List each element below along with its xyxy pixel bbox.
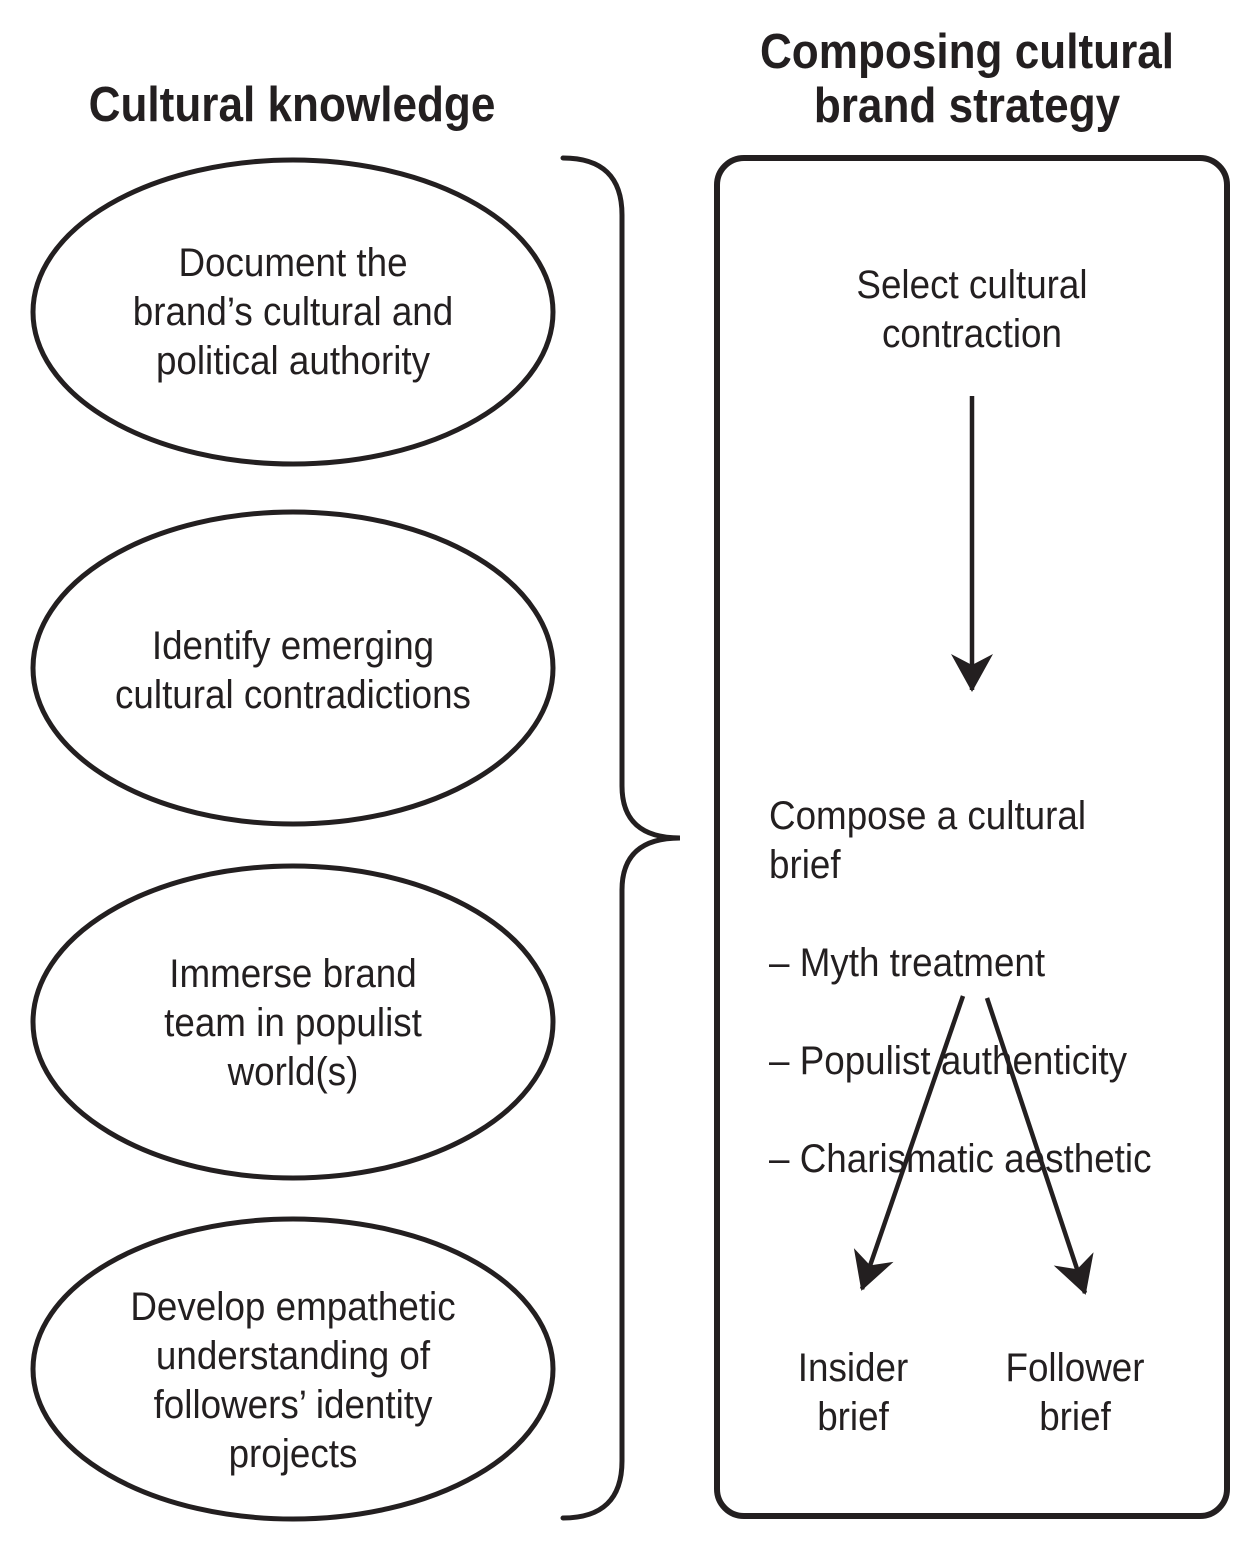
right-column-title: Composing cultural brand strategy — [759, 25, 1175, 133]
follower-brief-label: Follower brief — [1005, 1346, 1145, 1439]
knowledge-ellipse-immerse-team — [30, 863, 556, 1181]
brace — [560, 155, 681, 1521]
left-column-title: Cultural knowledge — [88, 78, 496, 132]
left-branch-arrow — [853, 995, 966, 1291]
knowledge-step-identify-contradictions: Identify emerging cultural contradiction… — [115, 624, 471, 717]
select-contraction-step: Select cultural contraction — [856, 263, 1088, 356]
strategy-panel-border — [714, 155, 1230, 1519]
compose-brief-item-aesthetic: – Charismatic aesthetic — [769, 1137, 1152, 1181]
compose-brief-block: Compose a cultural brief – Myth treatmen… — [769, 743, 1165, 1233]
right-branch-arrow — [984, 997, 1094, 1295]
knowledge-step-immerse-team: Immerse brand team in populist world(s) — [164, 952, 422, 1094]
compose-brief-item-myth: – Myth treatment — [769, 941, 1046, 985]
knowledge-ellipse-empathetic-understanding — [30, 1216, 556, 1522]
knowledge-ellipse-document-authority — [30, 157, 556, 467]
compose-brief-title: Compose a cultural brief — [769, 794, 1087, 887]
insider-brief-label: Insider brief — [797, 1346, 909, 1439]
compose-brief-item-authenticity: – Populist authenticity — [769, 1039, 1127, 1083]
knowledge-step-empathetic-understanding: Develop empathetic understanding of foll… — [130, 1285, 456, 1476]
knowledge-ellipse-identify-contradictions — [30, 509, 556, 827]
knowledge-step-document-authority: Document the brand’s cultural and politi… — [132, 241, 454, 383]
